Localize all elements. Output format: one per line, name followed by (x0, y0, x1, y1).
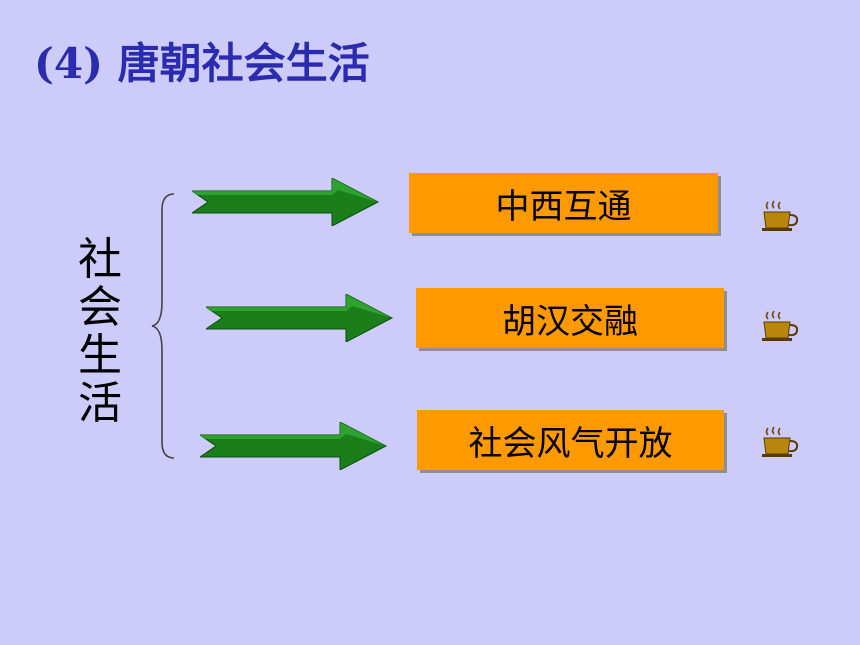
coffee-cup-icon[interactable] (760, 308, 800, 344)
side-label: 社 会 生 活 (72, 236, 128, 428)
item-box[interactable]: 胡汉交融 (416, 288, 724, 348)
coffee-cup-icon[interactable] (760, 424, 800, 460)
side-label-char: 活 (78, 378, 122, 429)
side-label-char: 社 (78, 234, 122, 285)
green-arrow-icon (200, 422, 388, 470)
side-label-char: 会 (78, 282, 122, 333)
brace-icon (151, 193, 175, 459)
green-arrow-icon (192, 178, 380, 226)
item-box[interactable]: 中西互通 (409, 173, 718, 233)
item-box[interactable]: 社会风气开放 (417, 410, 724, 470)
item-label: 中西互通 (495, 186, 632, 227)
item-label: 胡汉交融 (502, 301, 638, 342)
item-label: 社会风气开放 (468, 423, 673, 464)
side-label-char: 生 (78, 330, 122, 381)
green-arrow-icon (206, 294, 394, 342)
coffee-cup-icon[interactable] (760, 198, 800, 234)
page-title: (4) 唐朝社会生活 (34, 39, 370, 88)
